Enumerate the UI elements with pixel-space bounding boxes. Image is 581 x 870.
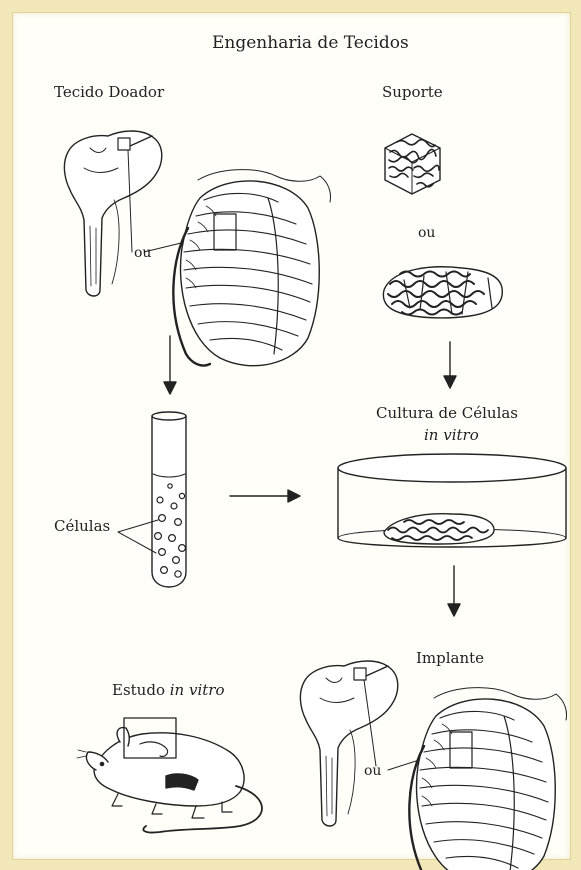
- knee-bone-icon-implant: [300, 661, 397, 826]
- or-label-implant: ou: [364, 764, 381, 779]
- in-vitro-study-label: Estudo in vitro: [112, 682, 224, 699]
- in-vitro-culture-label: in vitro: [424, 427, 479, 444]
- or-label-scaffold: ou: [418, 226, 435, 241]
- arrow-down-icon-scaffold: [444, 342, 456, 388]
- knee-bone-icon: [64, 131, 161, 296]
- implant-label: Implante: [416, 650, 484, 667]
- scaffold-cube-icon: [385, 134, 440, 194]
- ribcage-icon-implant: [409, 688, 566, 870]
- cell-culture-label: Cultura de Células: [376, 405, 518, 422]
- cells-label: Células: [54, 518, 110, 535]
- ribcage-icon: [173, 170, 330, 366]
- rat-icon: [77, 718, 262, 833]
- scaffold-mesh-icon: [383, 267, 502, 318]
- arrow-down-icon-implant: [448, 566, 460, 616]
- study-in-vitro-text: in vitro: [170, 681, 225, 699]
- petri-dish-icon: [338, 454, 566, 547]
- arrow-right-icon: [230, 490, 300, 502]
- study-prefix-text: Estudo: [112, 681, 165, 699]
- test-tube-icon: [152, 412, 186, 587]
- diagram-title: Engenharia de Tecidos: [212, 34, 409, 53]
- arrow-down-icon: [164, 336, 176, 394]
- scaffold-label: Suporte: [382, 84, 443, 101]
- donor-tissue-label: Tecido Doador: [54, 84, 164, 101]
- or-label-donor: ou: [134, 246, 151, 261]
